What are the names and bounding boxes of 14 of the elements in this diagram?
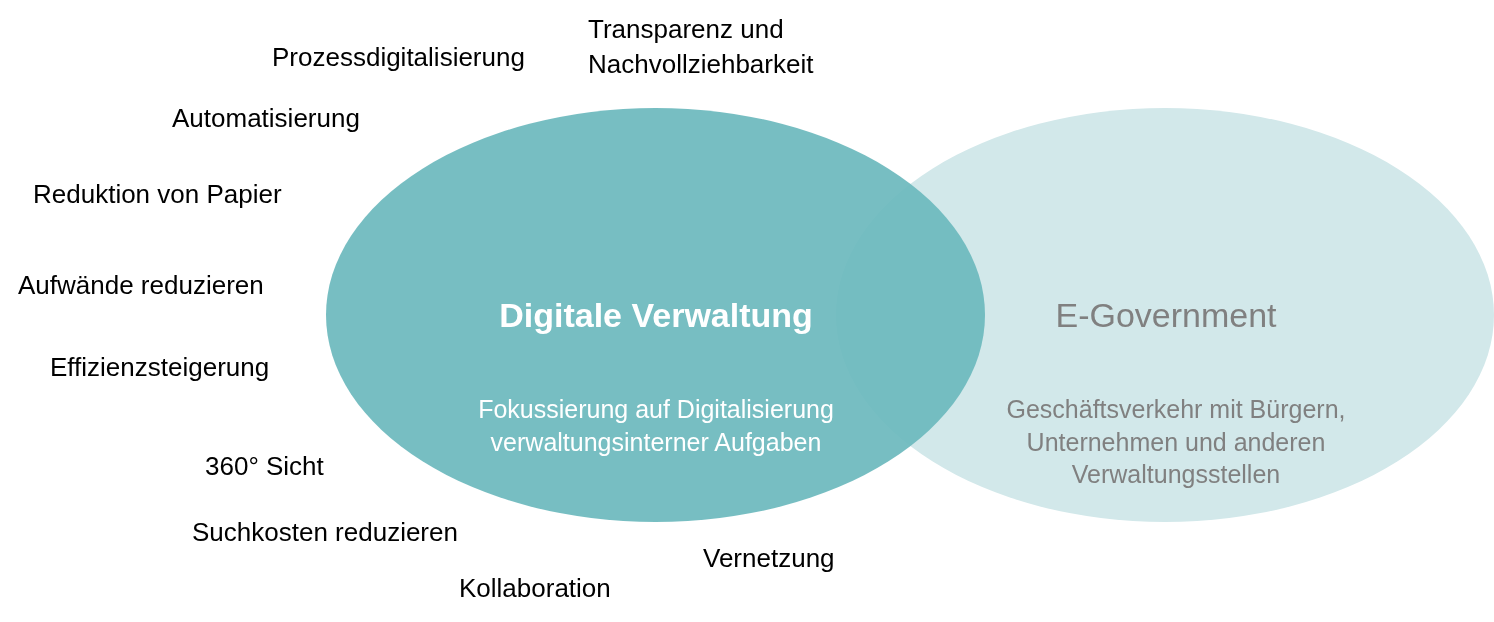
circle-title: Digitale Verwaltung [498, 295, 814, 336]
keyword-label: Effizienzsteigerung [50, 351, 270, 384]
keyword-label: Kollaboration [459, 572, 611, 605]
keyword-label: Transparenz und Nachvollziehbarkeit [588, 13, 815, 82]
keyword-label: Prozessdigitalisierung [272, 41, 525, 74]
circle-description: Geschäftsverkehr mit Bürgern, Unternehmen und anderen Verwaltungsstellen [1005, 394, 1347, 490]
circle-title: E-Government [1054, 295, 1278, 336]
keyword-label: Aufwände reduzieren [18, 269, 264, 302]
keyword-label: Automatisierung [172, 102, 360, 135]
keyword-label: Reduktion von Papier [33, 178, 282, 211]
keyword-label: 360° Sicht [205, 450, 324, 483]
keyword-label: Suchkosten reduzieren [192, 516, 458, 549]
keyword-label: Vernetzung [703, 542, 835, 575]
circle-description: Fokussierung auf Digitalisierung verwaltungsinterner Aufgaben [477, 394, 835, 458]
